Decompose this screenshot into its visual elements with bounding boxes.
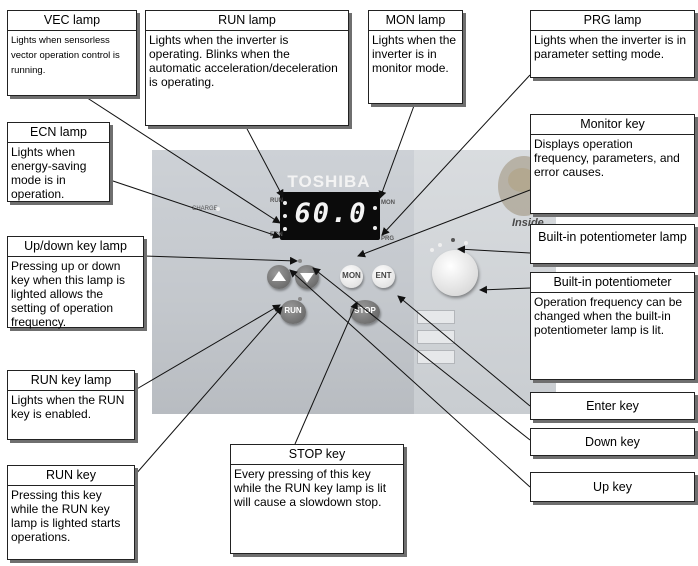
mon-lamp-leader (378, 102, 416, 199)
pot-title: Built-in potentiometer (531, 273, 694, 293)
enter-key-title: Enter key (586, 399, 639, 413)
monitor-key-text: Displays operation frequency, parameters… (534, 137, 680, 179)
prg-lamp-title: PRG lamp (531, 11, 694, 31)
run-key-leader (134, 306, 283, 476)
pot-lamp (451, 238, 455, 242)
prg-lamp-text: Lights when the inverter is in parameter… (534, 33, 687, 61)
run-key[interactable]: RUN (280, 300, 306, 324)
run-lamp-title: RUN lamp (146, 11, 348, 31)
prg-lamp-leader (381, 74, 531, 236)
stop-key-leader (294, 301, 358, 445)
panel-slot (417, 310, 455, 324)
callout-down-key: Down key (530, 428, 695, 456)
run-lamp-leader (244, 124, 284, 198)
pot-scale-dot (438, 243, 442, 247)
stop-key-text: Every pressing of this key while the RUN… (234, 467, 387, 509)
up-key[interactable] (267, 265, 291, 289)
callout-pot-lamp: Built-in potentiometer lamp (530, 224, 695, 264)
callout-enter-key: Enter key (530, 392, 695, 420)
down-key-title: Down key (585, 435, 640, 449)
charge-label: CHARGE (192, 206, 218, 212)
stop-key-title: STOP key (231, 445, 403, 465)
stop-key-label: STOP (354, 306, 376, 315)
callout-prg-lamp: PRG lamp Lights when the inverter is in … (530, 10, 695, 78)
mon-lamp-text: Lights when the inverter is in monitor m… (372, 33, 457, 75)
pot-lamp-title: Built-in potentiometer lamp (538, 230, 687, 244)
run-key-lamp-title: RUN key lamp (8, 371, 134, 391)
up-key-title: Up key (593, 480, 632, 494)
run-lamp-indicator (283, 201, 287, 205)
updown-lamp-text: Pressing up or down key when this lamp i… (11, 259, 126, 329)
callout-mon-lamp: MON lamp Lights when the inverter is in … (368, 10, 463, 104)
run-side-label: RUN (270, 198, 283, 204)
callout-up-key: Up key (530, 472, 695, 502)
vec-lamp-indicator (283, 214, 287, 218)
builtin-potentiometer[interactable] (432, 250, 478, 296)
enter-key-leader (397, 295, 531, 407)
callout-stop-key: STOP key Every pressing of this key whil… (230, 444, 404, 554)
mon-lamp-indicator (373, 206, 377, 210)
display-value: 60.0 (294, 198, 368, 229)
down-arrow-icon (300, 273, 314, 283)
run-key-text: Pressing this key while the RUN key lamp… (11, 488, 121, 544)
callout-ecn-lamp: ECN lamp Lights when energy-saving mode … (7, 122, 110, 202)
enter-key-label: ENT (375, 271, 392, 280)
panel-slot (417, 330, 455, 344)
callout-pot: Built-in potentiometer Operation frequen… (530, 272, 695, 380)
callout-run-key: RUN key Pressing this key while the RUN … (7, 465, 135, 560)
monitor-key-title: Monitor key (531, 115, 694, 135)
mon-side-label: MON (381, 200, 395, 206)
callout-run-lamp: RUN lamp Lights when the inverter is ope… (145, 10, 349, 126)
pot-scale-dot (464, 241, 468, 245)
down-key-leader (312, 267, 531, 441)
up-arrow-icon (272, 271, 286, 281)
brand-name: TOSHIBA (287, 172, 371, 191)
vec-lamp-text: Lights when sensorless vector operation … (11, 35, 120, 76)
callout-run-key-lamp: RUN key lamp Lights when the RUN key is … (7, 370, 135, 440)
ecn-lamp-text: Lights when energy-saving mode is in ope… (11, 145, 87, 201)
run-key-lamp (298, 297, 302, 301)
run-key-title: RUN key (8, 466, 134, 486)
prg-lamp-indicator (373, 226, 377, 230)
vec-lamp-title: VEC lamp (8, 11, 136, 31)
callout-vec-lamp: VEC lamp Lights when sensorless vector o… (7, 10, 137, 96)
ecn-lamp-leader (109, 179, 281, 239)
pot-lamp-leader (457, 245, 531, 254)
panel-slot (417, 350, 455, 364)
up-key-leader (289, 269, 531, 488)
callout-monitor-key: Monitor key Displays operation frequency… (530, 114, 695, 214)
run-key-lamp-text: Lights when the RUN key is enabled. (11, 393, 125, 421)
vec-lamp-leader (74, 89, 281, 224)
prg-side-label: PRG (381, 236, 395, 242)
led-display: 60.0 (280, 192, 380, 240)
monitor-key[interactable]: MON (340, 265, 363, 288)
updown-lamp-title: Up/down key lamp (8, 237, 143, 257)
charge-lamp (216, 207, 220, 211)
updown-key-lamp (298, 259, 302, 263)
monitor-key-leader (357, 189, 531, 258)
ecn-lamp-indicator (283, 227, 287, 231)
ecn-lamp-title: ECN lamp (8, 123, 109, 143)
callout-updown-lamp: Up/down key lamp Pressing up or down key… (7, 236, 144, 329)
enter-key[interactable]: ENT (372, 265, 395, 288)
monitor-key-label: MON (342, 271, 361, 280)
run-key-lamp-leader (134, 304, 281, 391)
pot-leader (479, 285, 531, 294)
pot-scale-dot (430, 248, 434, 252)
pot-text: Operation frequency can be changed when … (534, 295, 683, 337)
mon-lamp-title: MON lamp (369, 11, 462, 31)
run-key-label: RUN (284, 306, 302, 315)
updown-lamp-leader (143, 255, 298, 265)
run-lamp-text: Lights when the inverter is operating. B… (149, 33, 338, 89)
